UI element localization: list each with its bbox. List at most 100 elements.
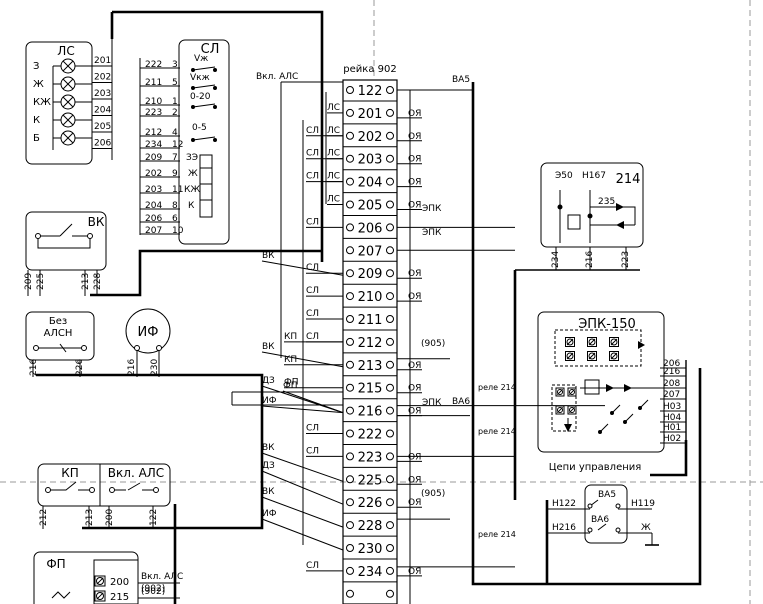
sl-pin-num: 11 xyxy=(172,185,183,195)
label-oya: ОЯ xyxy=(408,132,421,142)
ls-lamp xyxy=(60,58,76,74)
rail-terminal-213: 213 xyxy=(343,359,397,377)
label-сл: СЛ xyxy=(306,424,319,434)
label-сл: СЛ xyxy=(306,561,319,571)
terminal-screw-right xyxy=(386,154,394,163)
terminal-screw-right xyxy=(386,429,394,438)
terminal-screw-left xyxy=(346,475,354,484)
label-oya: ОЯ xyxy=(408,475,421,485)
ls-lamp xyxy=(60,112,76,128)
epk-wire-num: Н02 xyxy=(663,434,681,444)
screw-slot xyxy=(588,352,596,360)
lamp-cross xyxy=(62,60,74,72)
epk-contact-node xyxy=(598,430,602,434)
terminal-number: 204 xyxy=(358,176,383,191)
if-node xyxy=(134,345,140,351)
b214-label: 235 xyxy=(598,197,615,207)
terminal-number: 222 xyxy=(358,428,383,443)
terminal-screw-right xyxy=(386,566,394,575)
rail-terminal-204: 204 xyxy=(343,176,397,194)
rail-terminal-225: 225 xyxy=(343,473,397,491)
rail-terminal-203: 203 xyxy=(343,153,397,171)
sl-wire-num: 212 xyxy=(145,128,162,138)
fp-terminal-num: 215 xyxy=(110,592,129,603)
label-oya: ОЯ xyxy=(408,155,421,165)
terminal-screw-left xyxy=(346,429,354,438)
screw-slot xyxy=(566,338,574,346)
sl-label: Vж xyxy=(194,54,208,64)
label-oya: ОЯ xyxy=(408,292,421,302)
vk-contact xyxy=(59,223,73,237)
label-сл: СЛ xyxy=(306,126,319,136)
label-лс: ЛС xyxy=(327,149,340,159)
label-лс: ЛС xyxy=(327,172,340,182)
terminal-screw-left xyxy=(346,406,354,415)
terminal-number: 234 xyxy=(358,565,383,580)
screw-slot xyxy=(566,352,574,360)
epk-wire-num: Н01 xyxy=(663,423,681,433)
sl-label: ЗЭ xyxy=(186,153,198,163)
epk-title: ЭПК-150 xyxy=(578,317,636,332)
terminal-number: 209 xyxy=(358,267,383,282)
ls-lamp-label: КЖ xyxy=(33,97,51,108)
rail-terminal-234: 234 xyxy=(343,565,397,583)
terminal-number: 215 xyxy=(358,382,383,397)
fp-coil xyxy=(51,591,71,599)
va-node xyxy=(615,503,621,509)
screw-box xyxy=(587,351,597,361)
wire-far-left xyxy=(261,260,344,276)
kp-title-2: Вкл. АЛС xyxy=(108,466,164,480)
rail-terminal-216: 216 xyxy=(343,405,397,423)
rail-terminal-228: 228 xyxy=(343,519,397,537)
kp-node xyxy=(153,487,159,493)
rail-terminal-202: 202 xyxy=(343,130,397,148)
sl-pin-num: 12 xyxy=(172,140,183,150)
rail-terminal-211: 211 xyxy=(343,313,397,331)
label-va6: ВА6 xyxy=(452,397,470,407)
terminal-screw-left xyxy=(346,521,354,530)
terminal-number: 207 xyxy=(358,244,383,259)
sl-wire-num: 209 xyxy=(145,153,162,163)
kp-node xyxy=(89,487,95,493)
terminal-number: 225 xyxy=(358,473,383,488)
epk-contact-node xyxy=(610,411,614,415)
b214-frame xyxy=(540,162,644,248)
label-oya: ОЯ xyxy=(408,407,421,417)
screw-box xyxy=(567,405,577,415)
rail-terminal-210: 210 xyxy=(343,290,397,308)
label-кп: КП xyxy=(284,355,297,365)
terminal-screw-left xyxy=(346,200,354,209)
sl-pin-num: 9 xyxy=(172,169,178,179)
sl-wire-num: 202 xyxy=(145,169,162,179)
lamp-cross xyxy=(62,132,74,144)
kp-node xyxy=(45,487,51,493)
va-wire-num: Ж xyxy=(641,523,651,533)
lamp-cross xyxy=(62,78,74,90)
terminal-screw-right xyxy=(386,292,394,301)
terminal-screw-right xyxy=(386,360,394,369)
sl-wire-num: 234 xyxy=(145,140,162,150)
label-oya: ОЯ xyxy=(408,384,421,394)
fp-wire-label: (902) xyxy=(141,587,165,597)
label-epk-2: ЭПК xyxy=(422,228,442,238)
terminal-number: 202 xyxy=(358,130,383,145)
fp-wire-label: Вкл. АЛС xyxy=(141,572,183,582)
sl-contact-arm xyxy=(192,136,216,141)
terminal-screw-right xyxy=(386,544,394,552)
ls-wire-num: 205 xyxy=(94,122,111,132)
wire-far-left xyxy=(261,405,344,414)
sl-contact xyxy=(213,105,217,109)
bez-wire-num: 216 xyxy=(29,359,39,376)
sl-label: Ж xyxy=(188,169,198,179)
ls-lamp xyxy=(60,130,76,146)
label-oya: ОЯ xyxy=(408,269,421,279)
vk-node xyxy=(35,233,41,239)
bez-node xyxy=(81,345,87,351)
label-сл: СЛ xyxy=(306,172,319,182)
epk-diode xyxy=(606,384,614,392)
